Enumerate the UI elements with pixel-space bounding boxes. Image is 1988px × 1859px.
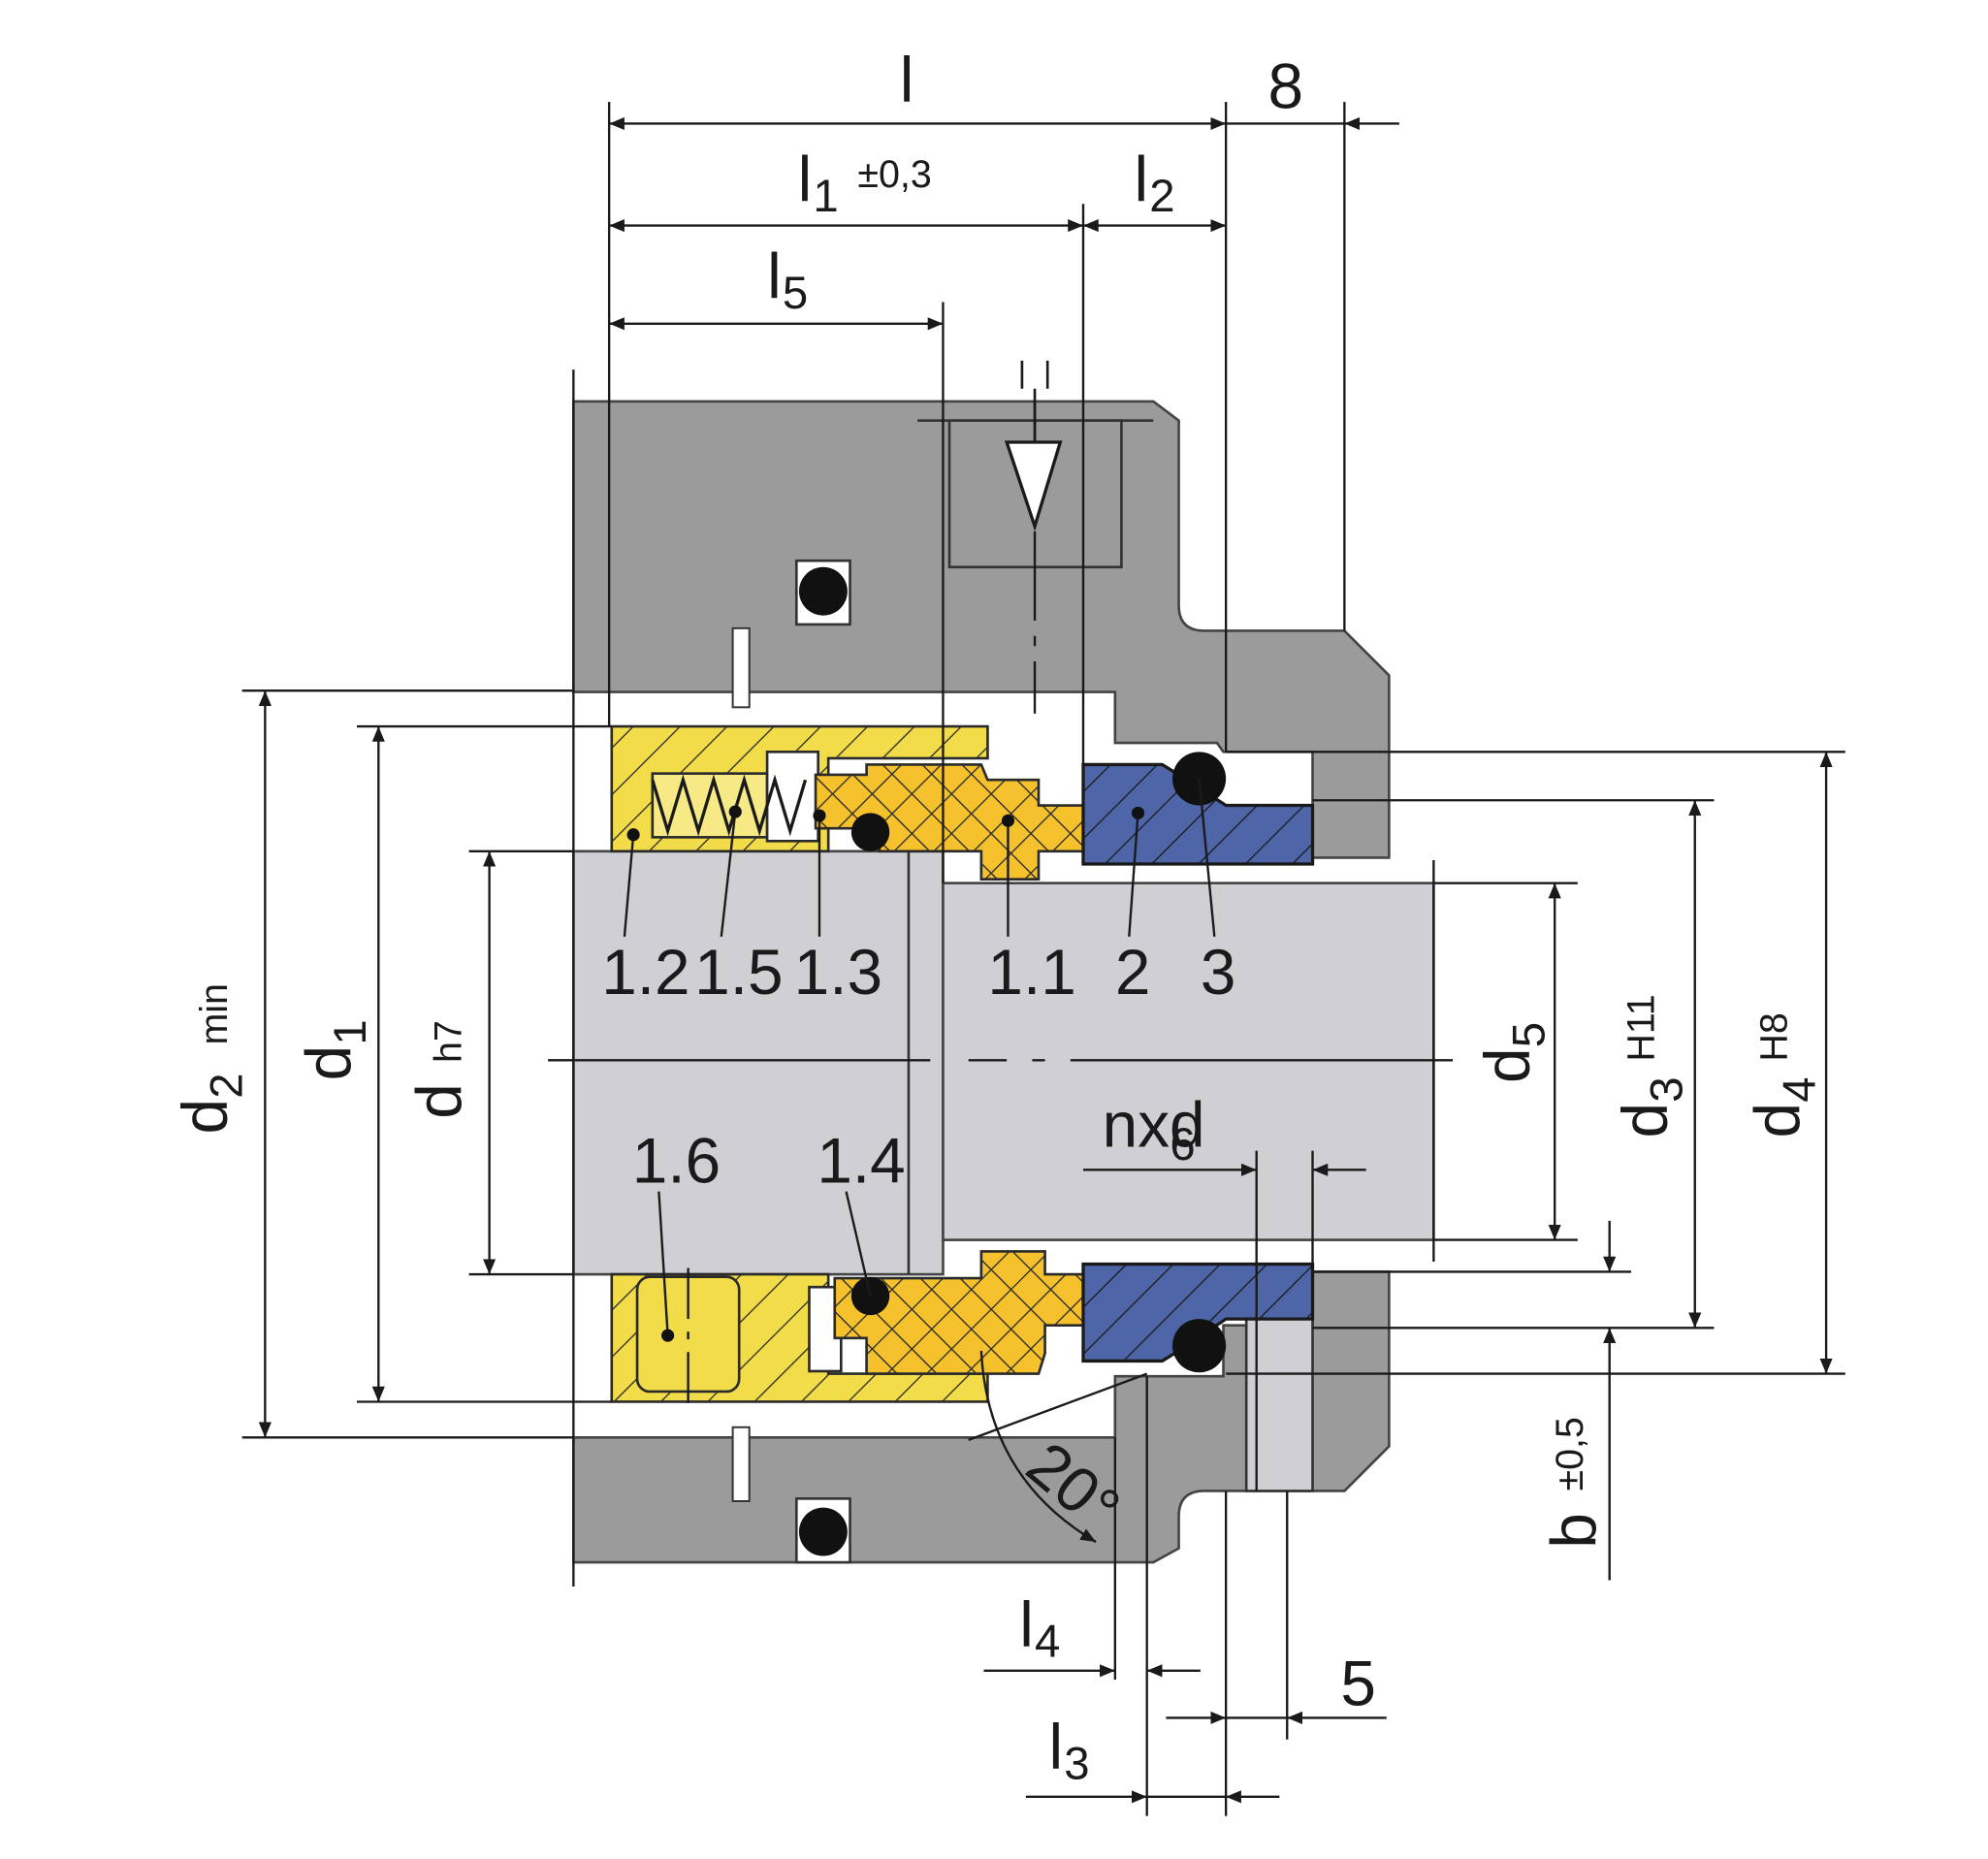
label-l2: l: [1135, 144, 1149, 215]
label-l4-sub: 4: [1035, 1616, 1060, 1667]
label-l3-sub: 3: [1064, 1738, 1089, 1789]
label-d3-sup: H11: [1620, 994, 1663, 1061]
o-ring-1-4-upper: [850, 813, 890, 851]
label-l5: l: [767, 240, 782, 311]
part-number-labels: 1.2 1.5 1.3 1.1 2 3 1.6 1.4: [601, 937, 1235, 1196]
shaft: [572, 849, 1435, 1276]
label-5: 5: [1340, 1648, 1376, 1718]
part-leaders: [623, 778, 1216, 1336]
stationary-seat: [1081, 762, 1315, 1363]
o-ring-1-4-lower: [850, 1276, 890, 1316]
label-b: b: [1538, 1513, 1609, 1549]
o-ring-housing-lower: [798, 1507, 848, 1556]
label-d2-sup: min: [193, 983, 236, 1045]
label-l: l: [900, 45, 914, 115]
part-1-1: 1.1: [987, 937, 1075, 1008]
label-d2-sub: 2: [202, 1073, 253, 1098]
housing-lower: [572, 1270, 1391, 1564]
drain-lower: [731, 1426, 751, 1502]
label-d5-sub: 5: [1504, 1022, 1555, 1047]
part-1-5: 1.5: [694, 937, 783, 1008]
part-1-6: 1.6: [632, 1125, 721, 1196]
label-d1: d: [293, 1045, 364, 1081]
part-1-2: 1.2: [601, 937, 689, 1008]
label-d3: d: [1610, 1103, 1681, 1138]
label-l1-sub: 1: [813, 171, 838, 222]
o-ring-housing-upper: [798, 566, 848, 616]
shaft-step-left: [572, 849, 945, 1276]
rotating-unit: [610, 724, 1085, 1403]
label-d4: d: [1743, 1103, 1813, 1138]
angle-arc: [979, 1350, 1097, 1544]
shaft-main: [942, 881, 1435, 1241]
label-l3: l: [1049, 1712, 1064, 1782]
part-3: 3: [1201, 937, 1236, 1008]
label-l4: l: [1019, 1589, 1034, 1660]
label-d: d: [404, 1083, 475, 1119]
label-l1: l: [798, 144, 813, 215]
label-nxd6-sub: 6: [1170, 1119, 1195, 1170]
spring-upper: [651, 774, 808, 837]
spring-pocket-upper: [651, 772, 769, 839]
label-d4-sup: H8: [1752, 1012, 1795, 1061]
part-1-4: 1.4: [817, 1125, 905, 1196]
angle-leg: [968, 1372, 1148, 1442]
label-d3-sub: 3: [1642, 1076, 1693, 1102]
label-l1-tol: ±0,3: [857, 153, 931, 196]
label-d5: d: [1472, 1047, 1543, 1083]
label-d-sup: h7: [428, 1020, 470, 1063]
inlet-arrow-icon: [1004, 360, 1063, 532]
label-d1-sub: 1: [325, 1019, 376, 1044]
label-l2-sub: 2: [1149, 171, 1174, 222]
part-2: 2: [1115, 937, 1151, 1008]
label-d4-sub: 4: [1774, 1076, 1825, 1102]
o-ring-3-lower: [1171, 1319, 1227, 1373]
label-d2: d: [170, 1099, 240, 1135]
label-l5-sub: 5: [783, 268, 808, 319]
label-nxd6: nxd: [1103, 1090, 1205, 1161]
dimension-lines: [241, 102, 1845, 1816]
part-1-3: 1.3: [794, 937, 882, 1008]
part-dots: [626, 805, 1145, 1342]
housing-upper: [572, 400, 1391, 859]
label-8: 8: [1268, 51, 1304, 122]
drain-upper: [731, 626, 751, 709]
label-b-tol: ±0,5: [1549, 1417, 1591, 1490]
